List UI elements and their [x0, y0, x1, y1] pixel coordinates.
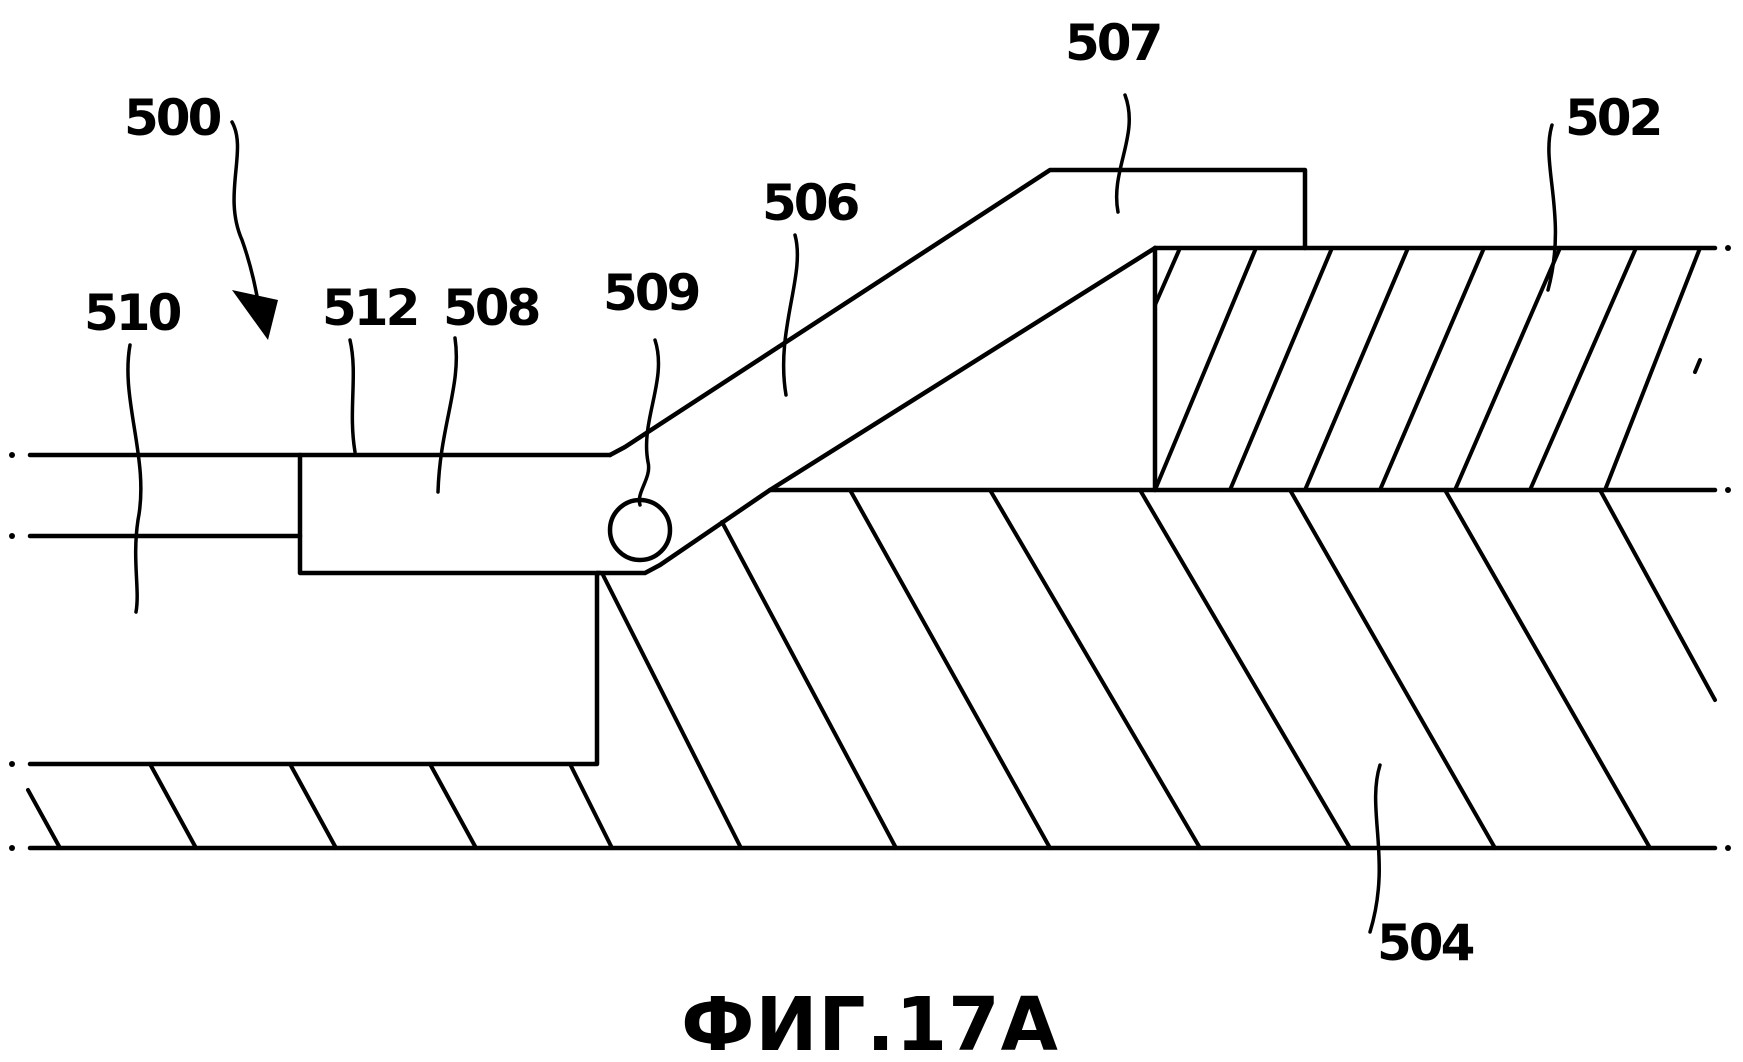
- edge-dots: [9, 245, 1731, 851]
- label-500: 500: [124, 89, 221, 147]
- label-510: 510: [84, 284, 181, 342]
- label-504: 504: [1377, 914, 1474, 972]
- hatch-502: [1153, 246, 1702, 492]
- hatch-504: [601, 488, 1717, 850]
- hatch-lower-strip: [26, 762, 614, 850]
- label-508: 508: [443, 279, 539, 337]
- label-507: 507: [1065, 14, 1160, 72]
- figure-caption: ФИГ.17A: [681, 982, 1059, 1062]
- label-502: 502: [1565, 89, 1660, 147]
- label-509: 509: [603, 264, 699, 322]
- reference-labels: 500 507 502 506 510 512 508 509 504: [84, 14, 1663, 972]
- leader-lines: [126, 93, 1558, 934]
- pivot-509: [607, 497, 673, 563]
- outline: [27, 167, 1718, 851]
- label-512: 512: [322, 279, 417, 337]
- label-506: 506: [762, 174, 859, 232]
